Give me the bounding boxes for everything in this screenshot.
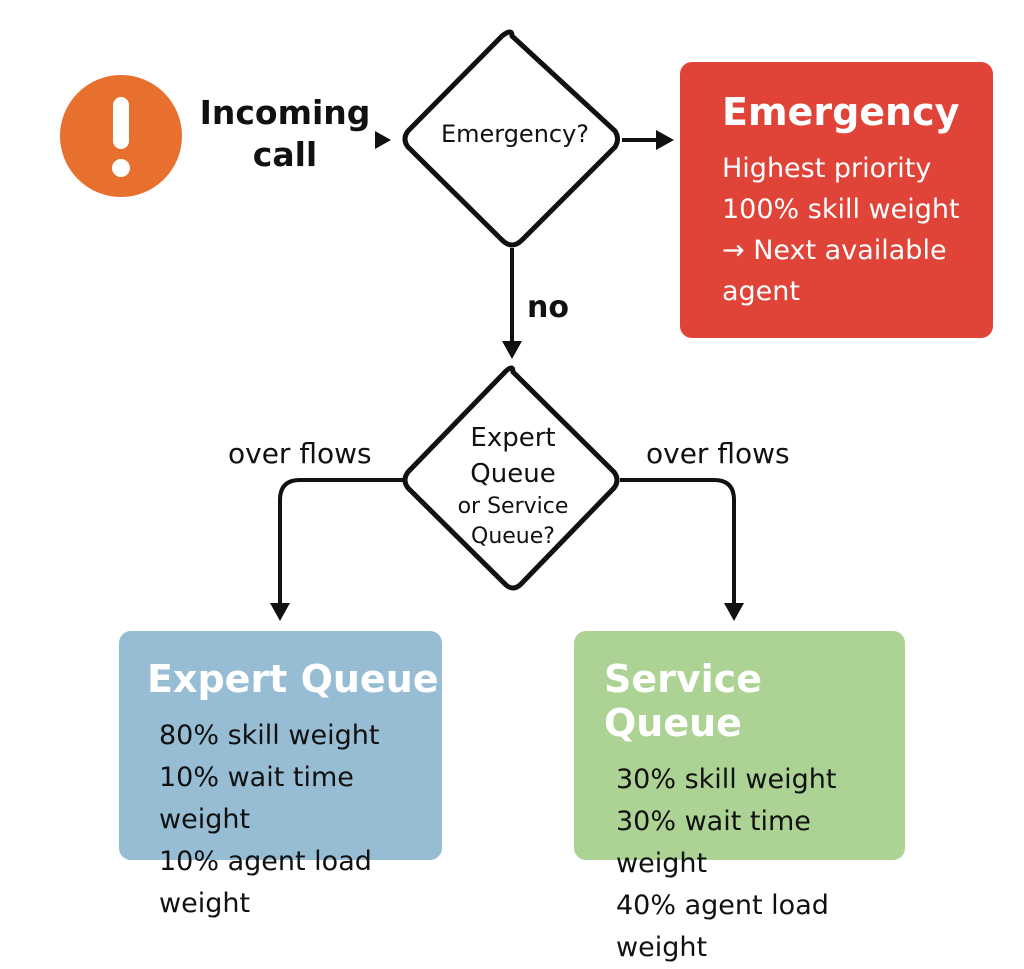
expert-queue-line: 80% skill weight (159, 720, 380, 751)
overflow-left-head (270, 603, 290, 621)
flow-diagram (270, 29, 744, 621)
emergency-decision-label: Emergency? (440, 120, 590, 148)
service-queue-title: Service Queue (604, 657, 762, 745)
no-edge-label: no (527, 290, 569, 325)
arrow-to-emergency-decision (375, 131, 391, 149)
queue-decision-diamond (402, 365, 620, 591)
emergency-decision-diamond (402, 29, 620, 248)
arrow-yes-head (656, 130, 674, 150)
exclamation-icon (60, 75, 182, 197)
arrow-no-head (502, 341, 522, 359)
emergency-line: agent (722, 276, 800, 307)
service-queue-line: 40% agent load weight (616, 890, 829, 963)
emergency-line: → Next available (722, 235, 947, 266)
expert-queue-line: 10% agent load weight (159, 846, 372, 919)
service-queue-line: 30% skill weight (616, 764, 837, 795)
emergency-line: Highest priority (722, 153, 932, 184)
overflow-right-line (620, 478, 736, 604)
overflow-left-line (278, 478, 404, 604)
service-queue-line: 30% wait time weight (616, 806, 811, 879)
service-queue-card: Service Queue 30% skill weight 30% wait … (574, 631, 905, 963)
emergency-title: Emergency (722, 90, 960, 134)
incoming-call-label: Incoming call (199, 93, 371, 174)
expert-queue-card: Expert Queue 80% skill weight 10% wait t… (119, 631, 442, 919)
emergency-card: Emergency Highest priority 100% skill we… (680, 62, 993, 338)
overflow-right-head (724, 603, 744, 621)
expert-queue-line: 10% wait time weight (159, 762, 354, 835)
overflow-right-label: over flows (646, 437, 790, 470)
overflow-left-label: over flows (228, 437, 372, 470)
expert-queue-title: Expert Queue (147, 657, 439, 701)
emergency-line: 100% skill weight (722, 194, 960, 225)
queue-decision-label: Expert Queue or Service Queue? (457, 423, 569, 549)
